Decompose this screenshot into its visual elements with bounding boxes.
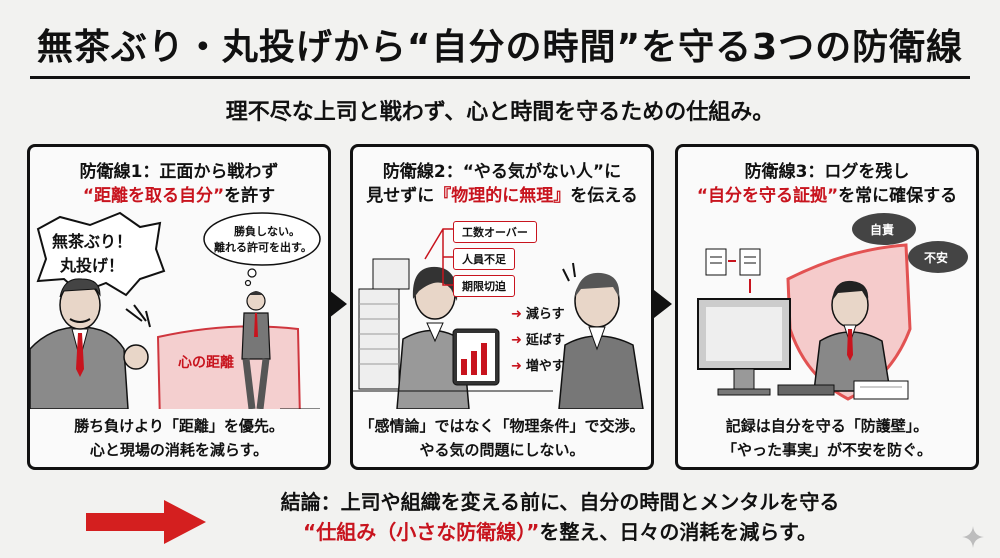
panel-1-heading-line1: 防衛線1：正面から戦わず [79,162,279,182]
page-subtitle: 理不尽な上司と戦わず、心と時間を守るための仕組み。 [225,100,775,125]
tag-overwork: 工数オーバー [453,221,537,243]
cloud-2-text: 不安 [924,250,948,265]
panel-1-heading-rest: を許す [224,186,276,206]
panel-3-footer-line1: 記録は自分を守る「防護壁」。 [725,417,929,435]
thought-bubble: 勝負しない。 離れる許可を出す。 [203,212,321,287]
conclusion-line2: “仕組み（小さな防衛線）”を整え、日々の消耗を減らす。 [180,516,940,545]
defense-panel-3: 防衛線3：ログを残し “自分を守る証拠”を常に確保する 自責 不安 [675,144,979,470]
arrow-right-icon: ➜ [511,333,522,348]
effect-increase-label: 増やす [525,359,565,374]
self-figure [241,291,271,409]
thought-line1: 勝負しない。 [234,224,300,238]
panel-1-footer-line1: 勝ち負けより「距離」を優先。 [74,417,284,435]
keyboard-and-notebook [777,380,909,400]
effect-extend-label: 延ばす [525,333,565,348]
cloud-anxiety: 不安 [908,241,968,273]
panel-1-heading-highlight: “距離を取る自分” [82,186,225,206]
boss-bubble-line1: 無茶ぶり！ [52,232,132,251]
bracket-lines [424,228,453,286]
panel-1-footer-line2: 心と現場の消耗を減らす。 [89,441,269,459]
panel-3-heading-highlight: “自分を守る証拠” [696,186,839,206]
tag-deadline: 期限切迫 [453,275,515,297]
conclusion-line1: 結論：上司や組織を変える前に、自分の時間とメンタルを守る [280,490,840,514]
conclusion-highlight: “仕組み（小さな防衛線）” [303,520,540,544]
panel-3-illustration: 自責 不安 [697,213,968,401]
effect-reduce: ➜減らす [511,303,565,322]
panel-2-heading-line1: 防衛線2：“やる気がない人”に [382,162,622,182]
thought-line2: 離れる許可を出す。 [214,240,312,254]
barrier-label: 心の距離 [178,354,234,371]
monitor-icon [697,298,791,396]
page-title: 無茶ぶり・丸投げから“自分の時間”を守る3つの防衛線 [36,27,964,68]
defense-panel-1: 防衛線1：正面から戦わず “距離を取る自分”を許す 無茶ぶり！ 丸投げ！ 勝負し… [27,144,331,470]
woman-figure [396,266,470,409]
panel-3-footer-line2: 「やった事実」が不安を防ぐ。 [721,441,932,459]
panel-1-illustration: 無茶ぶり！ 丸投げ！ 勝負しない。 離れる許可を出す。 心の距離 [30,211,321,409]
document-icon [705,248,761,293]
effect-increase: ➜増やす [511,355,565,374]
sparkle-icon [962,526,984,548]
panel-2-footer-line2: やる気の問題にしない。 [419,441,585,459]
panel-2-illustration [353,228,644,409]
tag-understaffed: 人員不足 [453,248,515,270]
panel-1-heading-line2: “距離を取る自分”を許す [30,181,328,206]
conclusion-rest: を整え、日々の消耗を減らす。 [539,520,817,544]
cloud-1-text: 自責 [870,222,894,237]
arrow-right-icon: ➜ [511,307,522,322]
arrow-right-icon [329,290,347,318]
cloud-self-blame: 自責 [852,213,916,245]
boss-2-figure [558,262,644,409]
panel-2-heading-prefix: 見せずに [366,186,435,206]
panel-3-heading-rest: を常に確保する [838,186,958,206]
panel-2-heading-rest: を伝える [570,186,638,206]
effect-reduce-label: 減らす [525,307,565,322]
arrow-right-icon: ➜ [511,359,522,374]
title-divider [30,76,970,79]
panel-2-heading-line2: 見せずに『物理的に無理』を伝える [353,181,651,206]
worker-figure [813,280,891,392]
paper-stacks [358,258,410,390]
arrow-right-icon [654,290,672,318]
boss-speech-bubble: 無茶ぶり！ 丸投げ！ [36,211,166,297]
panel-3-heading-line2: “自分を守る証拠”を常に確保する [678,181,976,206]
distance-barrier: 心の距離 [156,325,301,409]
defense-panel-2: 防衛線2：“やる気がない人”に 見せずに『物理的に無理』を伝える [350,144,654,470]
boss-figure [30,278,151,409]
panel-3-heading-line1: 防衛線3：ログを残し [744,162,910,182]
arrow-right-icon [86,500,206,544]
effect-extend: ➜延ばす [511,329,565,348]
boss-bubble-line2: 丸投げ！ [59,256,124,275]
panel-2-heading-highlight: 『物理的に無理』 [434,186,571,206]
tablet-icon [452,328,500,386]
panel-2-footer-line1: 「感情論」ではなく「物理条件」で交渉。 [359,417,645,435]
